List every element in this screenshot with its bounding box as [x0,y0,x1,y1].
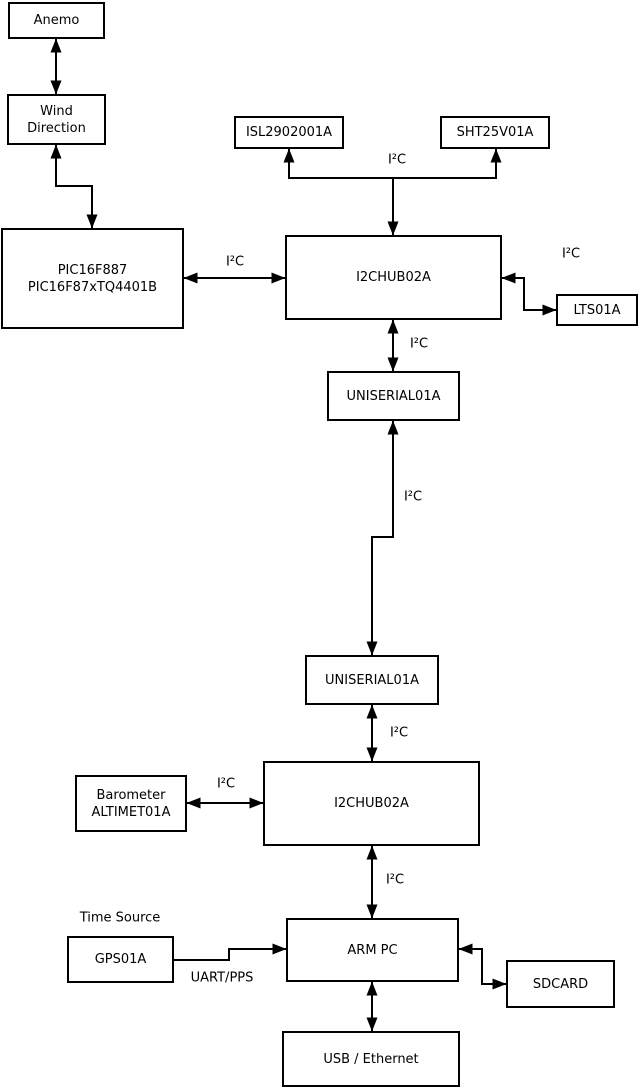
edge-armpc-sdcard [458,943,507,990]
node-pic16f887-label: PIC16F87xTQ4401B [27,279,158,295]
node-i2chub02a-1: I2CHUB02A [285,235,502,320]
node-sht25v01a-label: SHT25V01A [456,125,534,140]
node-sht25v01a: SHT25V01A [440,116,550,149]
node-uniserial01a-2-label: UNISERIAL01A [325,672,419,688]
label-i2c-uniserial-link: I²C [403,489,423,505]
node-gps01a: GPS01A [67,936,174,983]
node-arm-pc-label: ARM PC [347,942,398,958]
node-gps01a-label: GPS01A [94,952,147,967]
label-i2c-baro-hub2: I²C [216,776,236,792]
label-i2c-uniserial2-hub2: I²C [389,725,409,741]
edge-i2cbus-isl-branch [283,148,393,179]
edges-group [50,38,557,1032]
node-sdcard: SDCARD [506,960,615,1008]
edge-gps-armpc [174,943,287,961]
node-lts01a-label: LTS01A [573,302,621,318]
label-uart-pps: UART/PPS [190,970,254,986]
node-wind-direction-label: Direction [27,120,86,136]
node-usb-ethernet-label: USB / Ethernet [323,1051,419,1067]
label-i2c-hub2-armpc: I²C [385,872,405,888]
node-arm-pc: ARM PC [286,918,459,982]
node-isl2902001a: ISL2902001A [234,116,344,149]
node-wind-direction-label: Wind [40,103,73,119]
node-anemo: Anemo [8,2,105,39]
label-i2c-hub1-lts: I²C [561,246,581,262]
node-pic16f887-label: PIC16F887 [57,262,128,278]
node-i2chub02a-2: I2CHUB02A [263,761,480,846]
node-usb-ethernet: USB / Ethernet [282,1031,460,1087]
node-lts01a: LTS01A [556,294,638,326]
node-isl2902001a-label: ISL2902001A [245,125,333,140]
node-i2chub02a-2-label: I2CHUB02A [334,796,409,811]
node-sdcard-label: SDCARD [532,976,589,992]
node-i2chub02a-1-label: I2CHUB02A [356,270,431,285]
node-uniserial01a-1: UNISERIAL01A [327,371,460,421]
node-uniserial01a-2: UNISERIAL01A [305,655,439,705]
label-time-source: Time Source [79,910,161,926]
label-i2c-hub1-uniserial1: I²C [409,336,429,352]
edge-uniserial1-uniserial2 [366,420,399,656]
node-barometer-label: Barometer [96,787,166,803]
label-i2c-pic-hub1: I²C [225,254,245,270]
edge-winddirection-pic [50,144,98,229]
edge-i2chub1-lts01a [501,272,557,316]
edge-i2cbus-sht-branch [393,148,502,179]
label-i2c-isl-sht-bus: I²C [387,152,407,168]
node-uniserial01a-1-label: UNISERIAL01A [346,388,441,404]
node-barometer-label: ALTIMET01A [91,804,171,820]
node-anemo-label: Anemo [33,13,80,28]
